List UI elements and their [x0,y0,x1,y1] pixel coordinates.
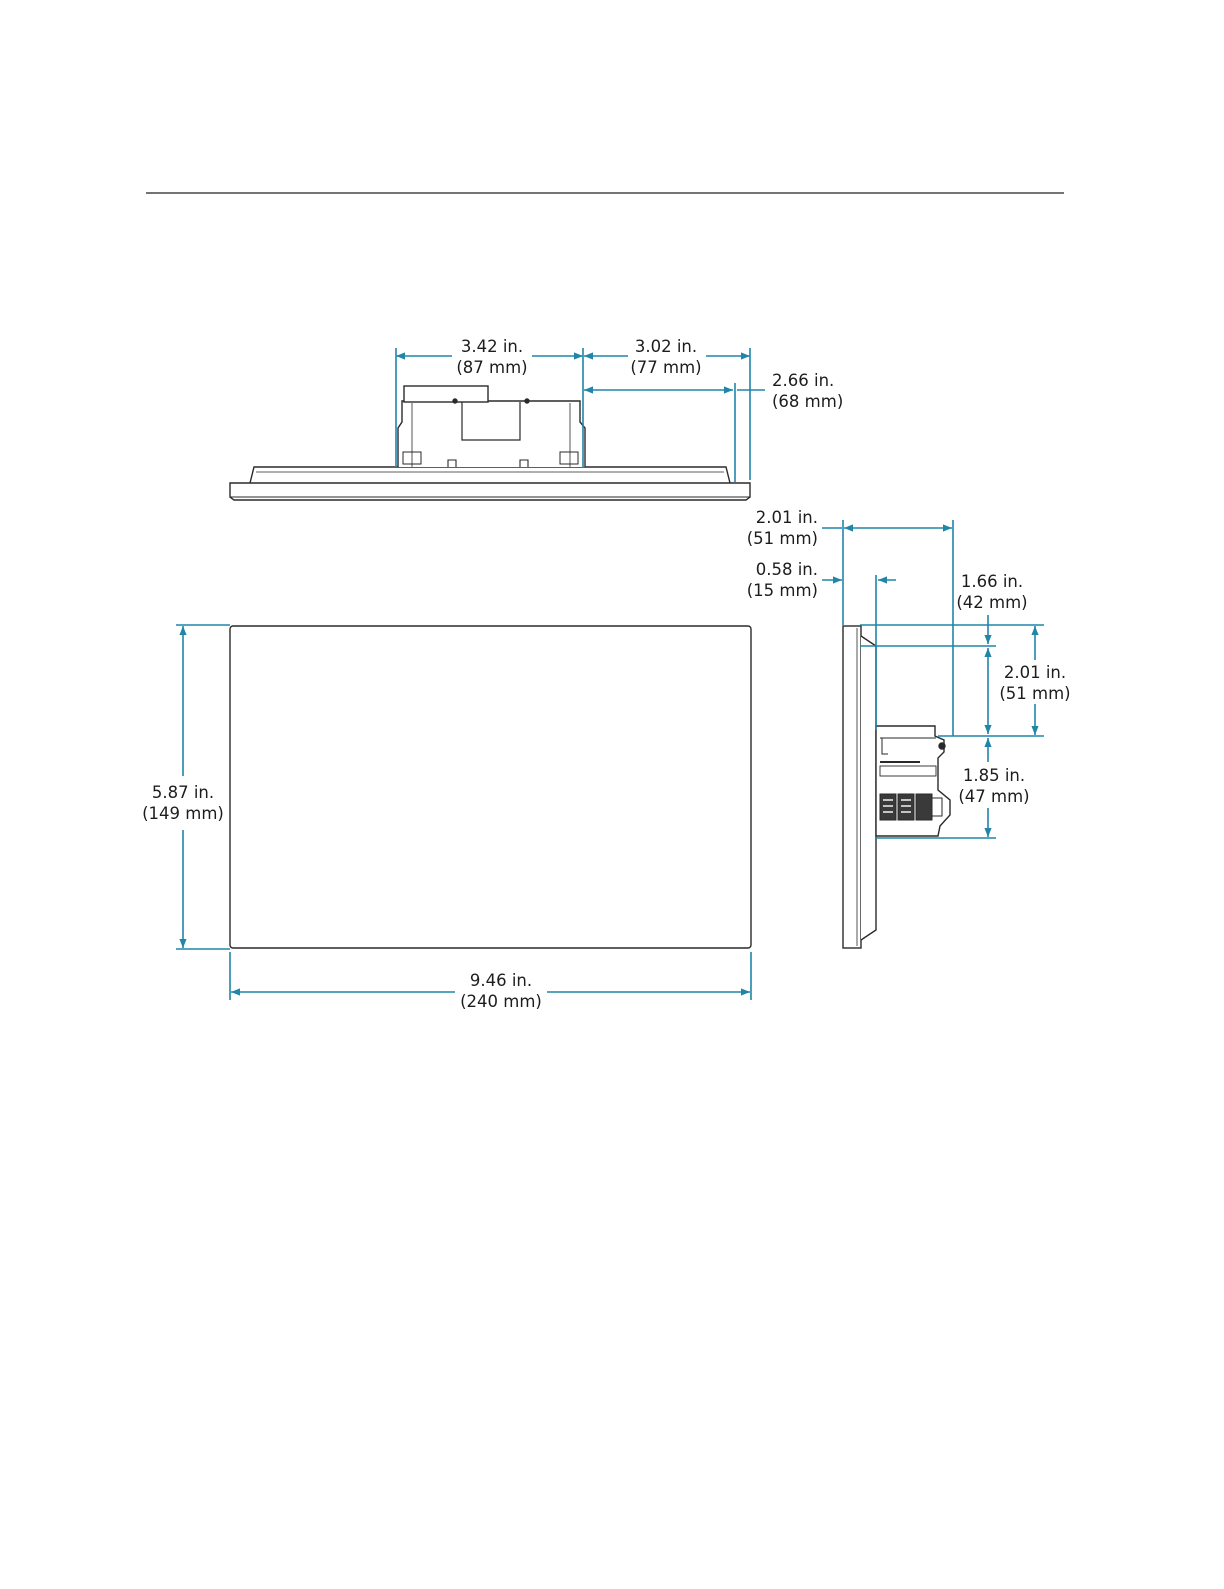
usb-port-icon [880,794,896,820]
dim-5-87-mm: (149 mm) [142,804,224,823]
side-view [843,626,950,948]
dim-2-66-mm: (68 mm) [772,392,843,411]
top-view-housing-cap [404,386,488,402]
dim-9-46-in: 9.46 in. [470,971,532,990]
usb-port-icon [898,794,914,820]
dim-1-66-in: 1.66 in. [961,572,1023,591]
dim-2-01-depth-mm: (51 mm) [747,529,818,548]
dim-1-85-in: 1.85 in. [963,766,1025,785]
dim-1-85-mm: (47 mm) [958,787,1029,806]
side-view-bezel [843,626,861,948]
dim-3-42-in: 3.42 in. [461,337,523,356]
dim-2-01-depth-in: 2.01 in. [756,508,818,527]
dim-0-58-in: 0.58 in. [756,560,818,579]
dim-3-02-in: 3.02 in. [635,337,697,356]
dim-2-01-height-mm: (51 mm) [999,684,1070,703]
dim-5-87-in: 5.87 in. [152,783,214,802]
top-view-bezel [250,467,730,483]
dim-1-66-mm: (42 mm) [956,593,1027,612]
ethernet-port-icon [916,794,932,820]
top-view-housing [398,401,585,467]
dim-3-02-mm: (77 mm) [630,358,701,377]
dim-2-66-in: 2.66 in. [772,371,834,390]
dim-3-42-mm: (87 mm) [456,358,527,377]
dim-2-01-height-in: 2.01 in. [1004,663,1066,682]
top-view [230,386,750,500]
dim-9-46-mm: (240 mm) [460,992,542,1011]
dim-0-58-mm: (15 mm) [747,581,818,600]
front-view-panel [230,626,751,948]
